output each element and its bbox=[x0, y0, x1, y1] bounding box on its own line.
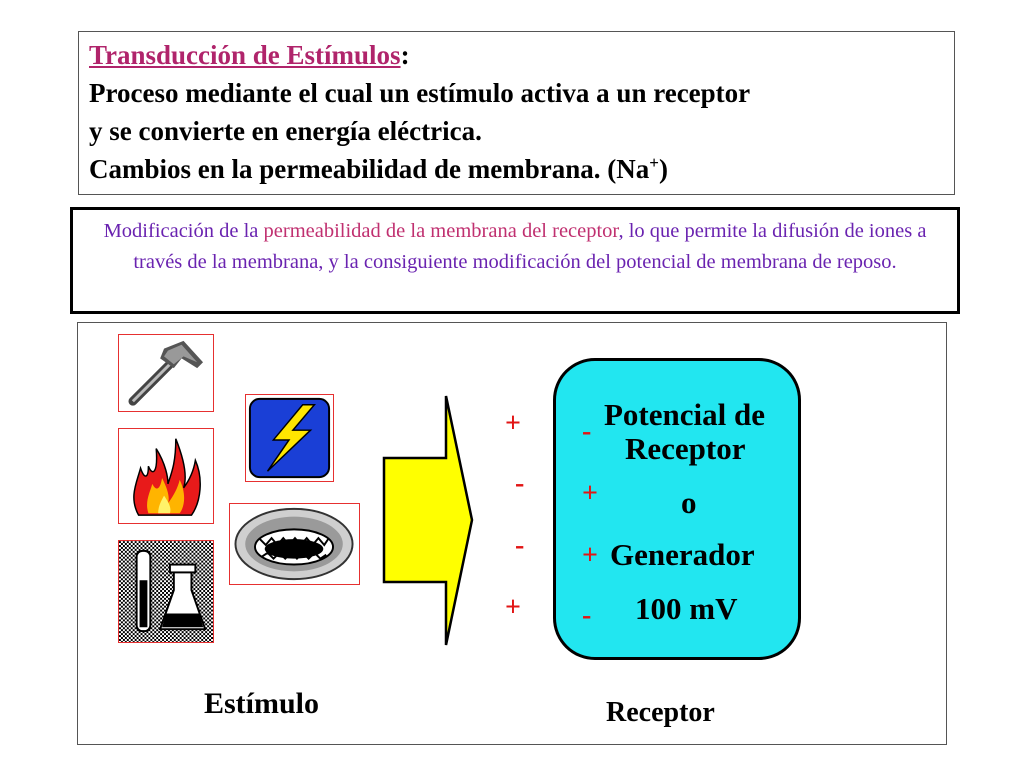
outer-sign-4: + bbox=[505, 592, 521, 623]
heading: Transducción de Estímulos: bbox=[89, 36, 944, 74]
definition-line-1: Proceso mediante el cual un estímulo act… bbox=[89, 78, 751, 108]
chemistry-tile bbox=[118, 540, 214, 643]
receptor-line-5: 100 mV bbox=[635, 591, 738, 626]
receptor-line-2: Receptor bbox=[625, 431, 746, 466]
outer-sign-2: - bbox=[515, 468, 525, 499]
chemistry-icon bbox=[119, 541, 213, 642]
diagram-box bbox=[77, 322, 947, 745]
hammer-icon bbox=[119, 335, 213, 411]
description-part-2: permeabilidad de la membrana del recepto… bbox=[263, 220, 619, 242]
stimulus-label: Estímulo bbox=[204, 687, 320, 720]
receptor-label: Receptor bbox=[606, 697, 715, 728]
heading-colon: : bbox=[400, 40, 410, 70]
fire-icon bbox=[119, 429, 213, 523]
outer-sign-3: - bbox=[515, 530, 525, 561]
outer-sign-1: + bbox=[505, 408, 521, 439]
inner-sign-2: + bbox=[582, 478, 598, 509]
description-part-3: , lo que permite la difusión de iones a … bbox=[133, 220, 927, 273]
receptor-line-4: Generador bbox=[610, 537, 755, 572]
screaming-face-tile bbox=[229, 503, 360, 585]
screaming-face-icon bbox=[230, 504, 359, 584]
definition-line-3: Cambios en la permeabilidad de membrana.… bbox=[89, 150, 944, 188]
receptor-line-3: o bbox=[681, 485, 697, 520]
definition-line-2: y se convierte en energía eléctrica. bbox=[89, 116, 482, 146]
line3-superscript: + bbox=[649, 153, 659, 172]
inner-sign-3: + bbox=[582, 540, 598, 571]
line3-prefix: Cambios en la permeabilidad de membrana.… bbox=[89, 154, 650, 184]
fire-tile bbox=[118, 428, 214, 524]
receptor-line-1: Potencial de bbox=[604, 397, 765, 432]
inner-sign-1: - bbox=[582, 416, 592, 447]
heading-text: Transducción de Estímulos bbox=[89, 40, 401, 70]
title-box: Transducción de Estímulos: Proceso media… bbox=[78, 31, 955, 195]
lightning-icon bbox=[246, 395, 333, 481]
hammer-tile bbox=[118, 334, 214, 412]
stimulus-arrow bbox=[382, 395, 474, 646]
line3-suffix: ) bbox=[658, 154, 668, 184]
receptor-box bbox=[553, 358, 801, 660]
description-part-1: Modificación de la bbox=[103, 220, 264, 242]
description-box: Modificación de la permeabilidad de la m… bbox=[70, 207, 960, 314]
inner-sign-4: - bbox=[582, 600, 592, 631]
lightning-tile bbox=[245, 394, 334, 482]
